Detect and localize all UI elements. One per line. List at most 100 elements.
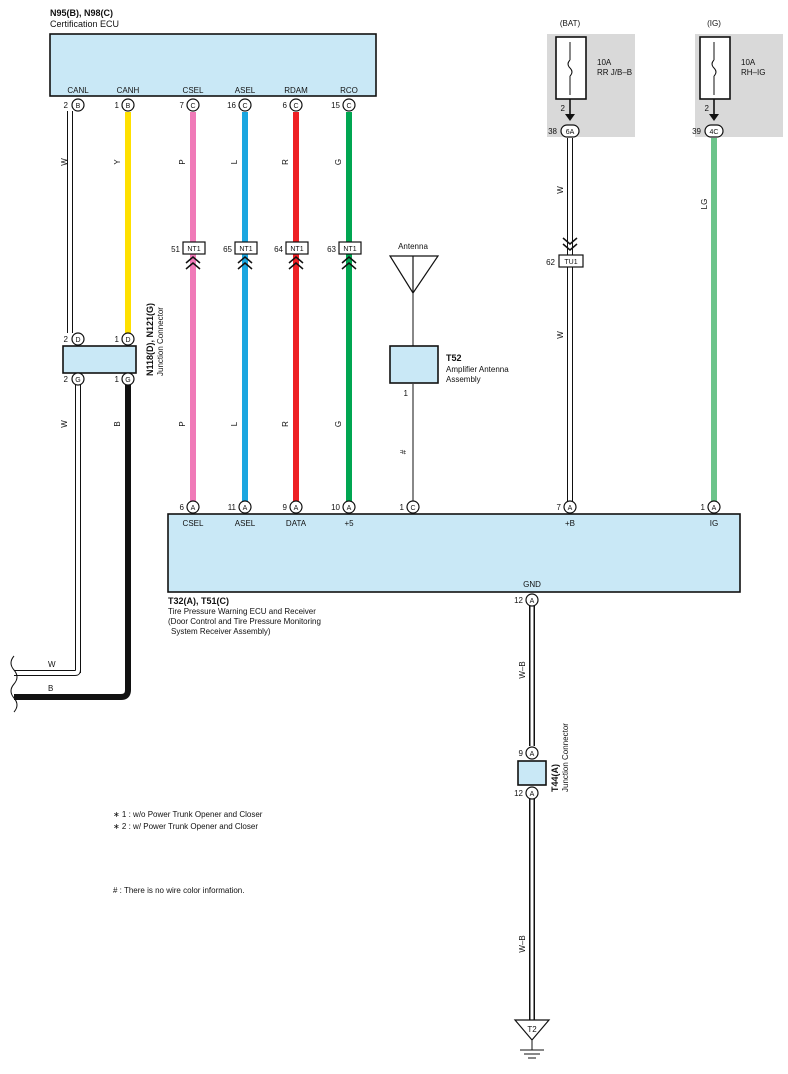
note-3: # : There is no wire color information. — [113, 886, 244, 895]
cert-pin-label: RCO — [340, 86, 358, 95]
wire-color-label: P — [178, 159, 187, 164]
junction-n118-name: Junction Connector — [156, 307, 165, 376]
tu1-label: TU1 — [564, 259, 577, 266]
wire-color-label: W — [48, 660, 56, 669]
cert-pin-label: CANH — [117, 86, 140, 95]
nt1-number: 63 — [327, 245, 336, 254]
fuse-ig-num: 39 — [692, 127, 701, 136]
tpms-ecu-box — [167, 513, 741, 593]
tpms-pin-conn: A — [568, 505, 573, 512]
cert-ecu-name: Certification ECU — [50, 19, 119, 29]
fuse-bat-pin: 2 — [561, 104, 566, 113]
t44-top-conn: A — [530, 751, 535, 758]
tpms-pin-number: 9 — [283, 503, 288, 512]
wire-color-label: Y — [113, 159, 122, 165]
note-2: ∗ 2 : w/ Power Trunk Opener and Closer — [113, 822, 258, 831]
junction-pin-number: 2 — [64, 375, 69, 384]
fuse-bat-name: RR J/B–B — [597, 68, 632, 77]
nt1-label: NT1 — [187, 246, 200, 253]
wire-color-label: B — [48, 684, 53, 693]
tpms-pin-conn: C — [410, 505, 415, 512]
wire-color-label: W–B — [518, 935, 527, 952]
junction-pin-conn: G — [125, 377, 130, 384]
tpms-pin-conn: A — [191, 505, 196, 512]
nt1-label: NT1 — [343, 246, 356, 253]
junction-pin-number: 1 — [115, 335, 120, 344]
tpms-gnd-label: GND — [523, 580, 541, 589]
t44-name: Junction Connector — [561, 723, 570, 792]
wire-color-label: W — [556, 186, 565, 194]
wire-color-label: G — [334, 421, 343, 427]
tpms-pin-conn: A — [347, 505, 352, 512]
wire-canh — [14, 112, 131, 700]
tpms-pin-label: ASEL — [235, 519, 256, 528]
junction-pin-conn: G — [75, 377, 80, 384]
wire-color-label: LG — [700, 199, 709, 210]
cert-ecu-ids: N95(B), N98(C) — [50, 8, 113, 18]
note-1: ∗ 1 : w/o Power Trunk Opener and Closer — [113, 810, 263, 819]
wire-canl — [14, 111, 81, 676]
junction-pin-number: 1 — [115, 375, 120, 384]
fuse-ig-pin: 2 — [705, 104, 710, 113]
fuse-ig-conn: 4C — [710, 129, 719, 136]
cert-pin-number: 2 — [64, 101, 69, 110]
wire-color-label: W — [60, 158, 69, 166]
fuse-ig-name: RH–IG — [741, 68, 765, 77]
t44-bottom-conn: A — [530, 791, 535, 798]
tpms-pin-conn: A — [712, 505, 717, 512]
tpms-pin-label: IG — [710, 519, 718, 528]
cert-pin-conn: C — [242, 103, 247, 110]
wire-color-label: P — [178, 421, 187, 426]
junction-n118-ids: N118(D), N121(G) — [145, 303, 155, 376]
fuse-bat-conn: 6A — [566, 129, 575, 136]
cert-pin-number: 7 — [180, 101, 185, 110]
tu1-box — [558, 254, 584, 268]
junction-t44-box — [517, 760, 547, 786]
tpms-gnd-number: 12 — [514, 596, 523, 605]
tpms-pin-label: +B — [565, 519, 575, 528]
tpms-pin-label: +5 — [344, 519, 354, 528]
wire-color-label: W — [60, 420, 69, 428]
wire-color-label: G — [334, 159, 343, 165]
wire-color-label: W — [556, 331, 565, 339]
pin-circles — [71, 98, 724, 800]
wire-color-label: W–B — [518, 661, 527, 678]
tpms-ecu-name: Tire Pressure Warning ECU and Receiver — [168, 607, 316, 616]
tpms-ecu-ids: T32(A), T51(C) — [168, 596, 229, 606]
t44-id: T44(A) — [550, 764, 560, 792]
tpms-pin-label: DATA — [286, 519, 307, 528]
junction-pin-conn: D — [75, 337, 80, 344]
nt1-number: 64 — [274, 245, 283, 254]
tpms-pin-number: 10 — [331, 503, 340, 512]
amplifier-name: Amplifier Antenna — [446, 365, 509, 374]
cert-pin-number: 15 — [331, 101, 340, 110]
tpms-pin-number: 7 — [557, 503, 562, 512]
wire-color-label: L — [230, 421, 239, 426]
nt1-label: NT1 — [290, 246, 303, 253]
nt1-number: 65 — [223, 245, 232, 254]
fuse-bat-num: 38 — [548, 127, 557, 136]
nt1-box-rco — [338, 241, 362, 255]
fuse-ig-rating: 10A — [741, 58, 756, 67]
amplifier-pin: 1 — [404, 389, 409, 398]
ground-label: T2 — [527, 1025, 537, 1034]
cert-pin-label: ASEL — [235, 86, 256, 95]
nt1-label: NT1 — [239, 246, 252, 253]
tpms-ecu-name: (Door Control and Tire Pressure Monitori… — [168, 617, 321, 626]
wire-color-label: R — [281, 159, 290, 165]
fuse-bat-rating: 10A — [597, 58, 612, 67]
cert-pin-number: 6 — [283, 101, 288, 110]
cert-pin-conn: B — [126, 103, 131, 110]
t44-top-number: 9 — [519, 749, 524, 758]
tpms-pin-conn: A — [294, 505, 299, 512]
antenna-label: Antenna — [398, 242, 428, 251]
cert-pin-label: CANL — [67, 86, 89, 95]
tpms-pin-label: CSEL — [183, 519, 204, 528]
junction-pin-number: 2 — [64, 335, 69, 344]
fuse-ig-symbol — [699, 36, 731, 121]
cert-pin-number: 1 — [115, 101, 120, 110]
nt1-box-asel — [234, 241, 258, 255]
tpms-pin-number: 11 — [228, 503, 237, 512]
t44-bottom-number: 12 — [514, 789, 523, 798]
tpms-pin-conn: A — [243, 505, 248, 512]
